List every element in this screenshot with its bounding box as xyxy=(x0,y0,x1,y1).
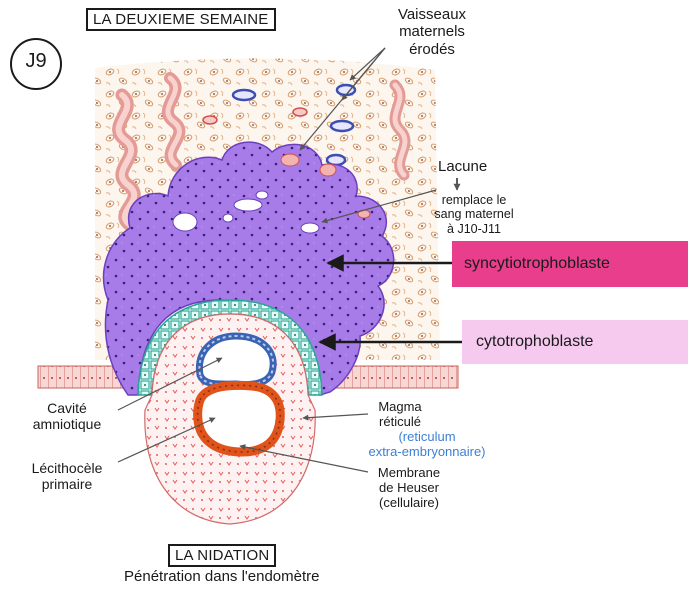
label-lacune-note-line1: remplace le xyxy=(414,193,534,207)
label-membrane: Membrane de Heuser (cellulaire) xyxy=(354,466,464,511)
label-syncytio: syncytiotrophoblaste xyxy=(452,255,610,273)
label-membrane-line2: de Heuser xyxy=(354,481,464,496)
day-badge: J9 xyxy=(16,50,56,73)
label-vaisseaux-line2: maternels xyxy=(372,23,492,40)
label-cyto: cytotrophoblaste xyxy=(462,333,593,351)
heuser-membrane xyxy=(198,385,281,452)
label-membrane-line3: (cellulaire) xyxy=(354,496,464,511)
label-lecithocele: Lécithocèle primaire xyxy=(22,460,112,492)
label-lacune: Lacune xyxy=(438,158,487,175)
label-lecithocele-line2: primaire xyxy=(22,476,112,492)
label-lacune-note: remplace le sang maternel à J10-J11 xyxy=(414,193,534,236)
label-membrane-line1: Membrane xyxy=(354,466,464,481)
label-magma-line2: réticulé xyxy=(360,415,440,430)
label-vaisseaux: Vaisseaux maternels érodés xyxy=(372,6,492,58)
footer-subtitle: Pénétration dans l'endomètre xyxy=(124,568,320,585)
label-magma: Magma réticulé xyxy=(360,400,440,430)
label-cavite-line1: Cavité xyxy=(22,400,112,416)
label-cavite-line2: amniotique xyxy=(22,416,112,432)
label-lecithocele-line1: Lécithocèle xyxy=(22,460,112,476)
syncytio-band: syncytiotrophoblaste xyxy=(452,241,688,287)
label-lacune-note-line2: sang maternel xyxy=(414,207,534,221)
label-reticulum: (reticulum extra-embryonnaire) xyxy=(352,430,502,460)
label-reticulum-line1: (reticulum xyxy=(352,430,502,445)
label-magma-line1: Magma xyxy=(360,400,440,415)
label-cavite: Cavité amniotique xyxy=(22,400,112,432)
label-lacune-note-line3: à J10-J11 xyxy=(414,222,534,236)
label-vaisseaux-line1: Vaisseaux xyxy=(372,6,492,23)
footer-title: LA NIDATION xyxy=(168,544,276,567)
label-reticulum-line2: extra-embryonnaire) xyxy=(352,445,502,460)
diagram-title: LA DEUXIEME SEMAINE xyxy=(86,8,276,31)
amniotic-cavity xyxy=(199,336,273,385)
label-vaisseaux-line3: érodés xyxy=(372,41,492,58)
cyto-band: cytotrophoblaste xyxy=(462,320,688,364)
